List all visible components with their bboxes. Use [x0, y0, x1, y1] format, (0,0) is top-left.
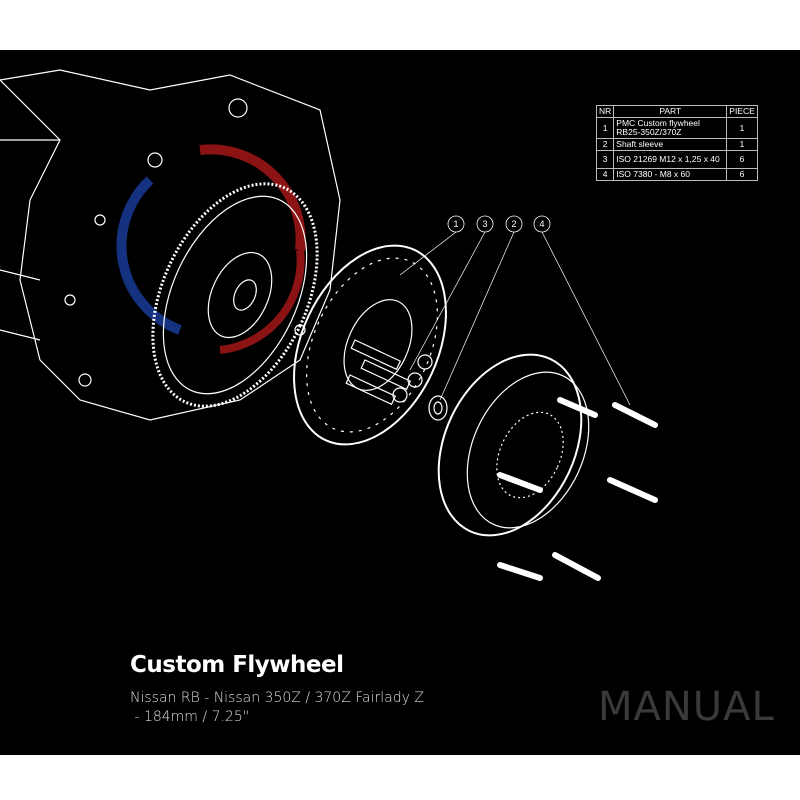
table-row: 4 ISO 7380 - M8 x 60 6	[595, 168, 758, 181]
table-row: 1 PMC Custom flywheel RB25-350Z/370Z 1	[595, 117, 758, 139]
logo-watermark	[116, 144, 306, 354]
table-row: 2 Shaft sleeve 1	[595, 138, 758, 151]
callouts	[447, 215, 551, 233]
parts-table: NR PART PIECE 1 PMC Custom flywheel RB25…	[595, 105, 758, 181]
leader-lines	[399, 231, 631, 406]
manual-label: MANUAL	[598, 684, 775, 730]
bolts-m12	[345, 339, 433, 406]
subtitle-line-2: - 184mm / 7.25"	[130, 709, 250, 725]
cell-nr: 4	[595, 168, 615, 181]
cell-part: Shaft sleeve	[613, 138, 728, 151]
table-header-row: NR PART PIECE	[595, 105, 758, 118]
ring-gear-flywheel	[151, 182, 319, 408]
header-piece: PIECE	[726, 105, 758, 118]
cell-part: ISO 7380 - M8 x 60	[613, 168, 728, 181]
cell-piece: 6	[726, 168, 758, 181]
shaft-sleeve	[428, 395, 448, 421]
cell-nr: 1	[595, 117, 615, 139]
header-nr: NR	[595, 105, 615, 118]
cell-piece: 6	[726, 150, 758, 169]
page-title: Custom Flywheel	[130, 652, 344, 678]
bolts-m8	[497, 397, 658, 581]
callout-label: 4	[539, 219, 544, 229]
cell-nr: 2	[595, 138, 615, 151]
callout-label: 2	[511, 219, 516, 229]
cell-nr: 3	[595, 150, 615, 169]
cell-part: ISO 21269 M12 x 1,25 x 40	[613, 150, 728, 169]
custom-flywheel	[293, 244, 447, 446]
cell-piece: 1	[726, 138, 758, 151]
table-row: 3 ISO 21269 M12 x 1,25 x 40 6	[595, 150, 758, 169]
cell-piece: 1	[726, 117, 758, 139]
subtitle-line-1: Nissan RB - Nissan 350Z / 370Z Fairlady …	[130, 690, 424, 706]
callout-label: 1	[453, 219, 458, 229]
callout-label: 3	[482, 219, 487, 229]
header-part: PART	[613, 105, 728, 118]
clutch-assembly	[437, 353, 590, 537]
cell-part: PMC Custom flywheel RB25-350Z/370Z	[613, 117, 728, 139]
